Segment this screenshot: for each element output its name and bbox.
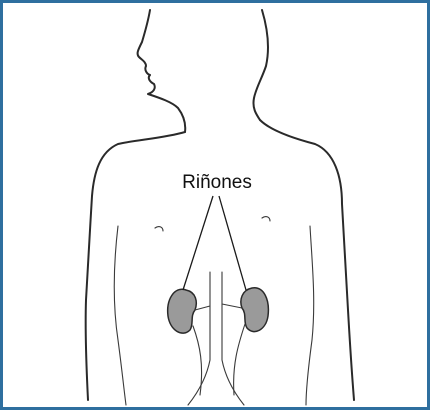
head-back <box>253 10 268 120</box>
left-shoulder <box>86 132 185 400</box>
right-torso-side <box>306 226 314 405</box>
left-renal-vessel <box>195 306 210 310</box>
leader-line-left <box>183 196 213 290</box>
leader-line-right <box>219 196 246 290</box>
left-nipple <box>155 227 163 231</box>
kidneys-label: Riñones <box>182 172 252 193</box>
face-profile <box>138 10 186 132</box>
left-kidney <box>168 289 197 333</box>
right-nipple <box>262 217 270 221</box>
right-shoulder <box>260 120 354 400</box>
right-ureter <box>234 324 245 395</box>
right-renal-vessel <box>222 304 242 308</box>
left-ureter <box>193 326 202 395</box>
left-torso-side <box>114 226 126 405</box>
